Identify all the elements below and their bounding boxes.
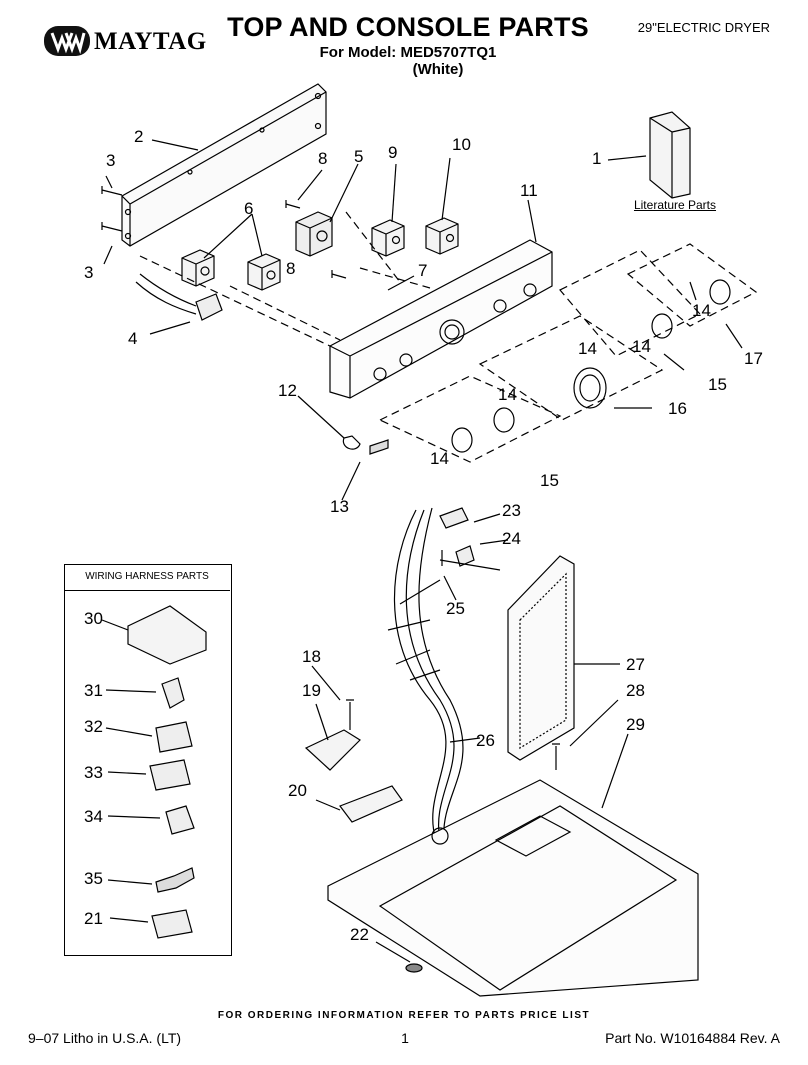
leader-lines — [101, 139, 743, 963]
brackets — [304, 699, 560, 823]
model-line: For Model: MED5707TQ1 — [319, 44, 497, 61]
callout-18: 18 — [302, 647, 321, 666]
timer — [295, 211, 333, 257]
knob-group-outlines — [139, 211, 758, 463]
callout-23: 23 — [502, 501, 521, 520]
top-panel — [327, 779, 699, 997]
callout-1: 1 — [592, 149, 602, 168]
callout-17: 17 — [744, 349, 763, 368]
callout-26: 26 — [476, 731, 495, 750]
console-panel — [329, 239, 553, 399]
maytag-logo-mark — [44, 26, 90, 56]
lint-screen — [507, 555, 575, 761]
callout-6: 6 — [244, 199, 254, 218]
rear-bracket — [121, 83, 327, 247]
callout-7: 7 — [418, 261, 428, 280]
leveling-foot — [405, 963, 423, 973]
callout-21: 21 — [84, 909, 103, 928]
callout-4: 4 — [128, 329, 138, 348]
callout-14b: 14 — [632, 337, 651, 356]
callout-12: 12 — [278, 381, 297, 400]
push-switches — [371, 217, 459, 257]
callout-15b: 15 — [540, 471, 559, 490]
callout-24: 24 — [502, 529, 521, 548]
console-harness — [135, 273, 223, 321]
callout-8a: 8 — [318, 149, 328, 168]
brand-name: MAYTAG — [94, 28, 207, 55]
callout-33: 33 — [84, 763, 103, 782]
callout-14d: 14 — [498, 385, 517, 404]
callout-2: 2 — [134, 127, 144, 146]
litho-info: 9–07 Litho in U.S.A. (LT) — [28, 1030, 182, 1046]
callout-25: 25 — [446, 599, 465, 618]
part-number: Part No. W10164884 Rev. A — [605, 1030, 780, 1046]
callout-29: 29 — [626, 715, 645, 734]
callout-14e: 14 — [430, 449, 449, 468]
callout-9: 9 — [388, 143, 398, 162]
wiring-harness-box — [64, 564, 232, 956]
thermal-fuse — [439, 507, 475, 567]
callout-14c: 14 — [578, 339, 597, 358]
callout-31: 31 — [84, 681, 103, 700]
knobs — [451, 279, 731, 453]
callout-5: 5 — [354, 147, 364, 166]
callout-11: 11 — [520, 181, 538, 200]
callout-8b: 8 — [286, 259, 296, 278]
literature-booklet — [649, 111, 691, 199]
page-title: TOP AND CONSOLE PARTS — [227, 12, 589, 42]
color-line: (White) — [412, 61, 464, 78]
wiring-harness-parts — [127, 605, 207, 939]
main-harness — [387, 507, 501, 841]
callout-27: 27 — [626, 655, 645, 674]
callout-10: 10 — [452, 135, 471, 154]
callout-14a: 14 — [692, 301, 711, 320]
callout-34: 34 — [84, 807, 103, 826]
callout-28: 28 — [626, 681, 645, 700]
callout-13: 13 — [330, 497, 349, 516]
literature-parts-label: Literature Parts — [633, 198, 717, 212]
ordering-note: FOR ORDERING INFORMATION REFER TO PARTS … — [217, 1010, 591, 1021]
switches — [181, 249, 281, 291]
screws — [101, 186, 347, 279]
maytag-logo: MAYTAG — [44, 20, 214, 62]
callout-3a: 3 — [106, 151, 116, 170]
product-category: 29"ELECTRIC DRYER — [637, 20, 770, 35]
callout-3b: 3 — [84, 263, 94, 282]
page-number: 1 — [401, 1030, 409, 1046]
callout-30: 30 — [84, 609, 103, 628]
callout-19: 19 — [302, 681, 321, 700]
callout-15a: 15 — [708, 375, 727, 394]
clip-and-label — [342, 435, 389, 455]
callout-35: 35 — [84, 869, 103, 888]
callout-32: 32 — [84, 717, 103, 736]
wiring-harness-title: WIRING HARNESS PARTS — [64, 564, 230, 591]
callout-20: 20 — [288, 781, 307, 800]
callout-16: 16 — [668, 399, 687, 418]
callout-22: 22 — [350, 925, 369, 944]
